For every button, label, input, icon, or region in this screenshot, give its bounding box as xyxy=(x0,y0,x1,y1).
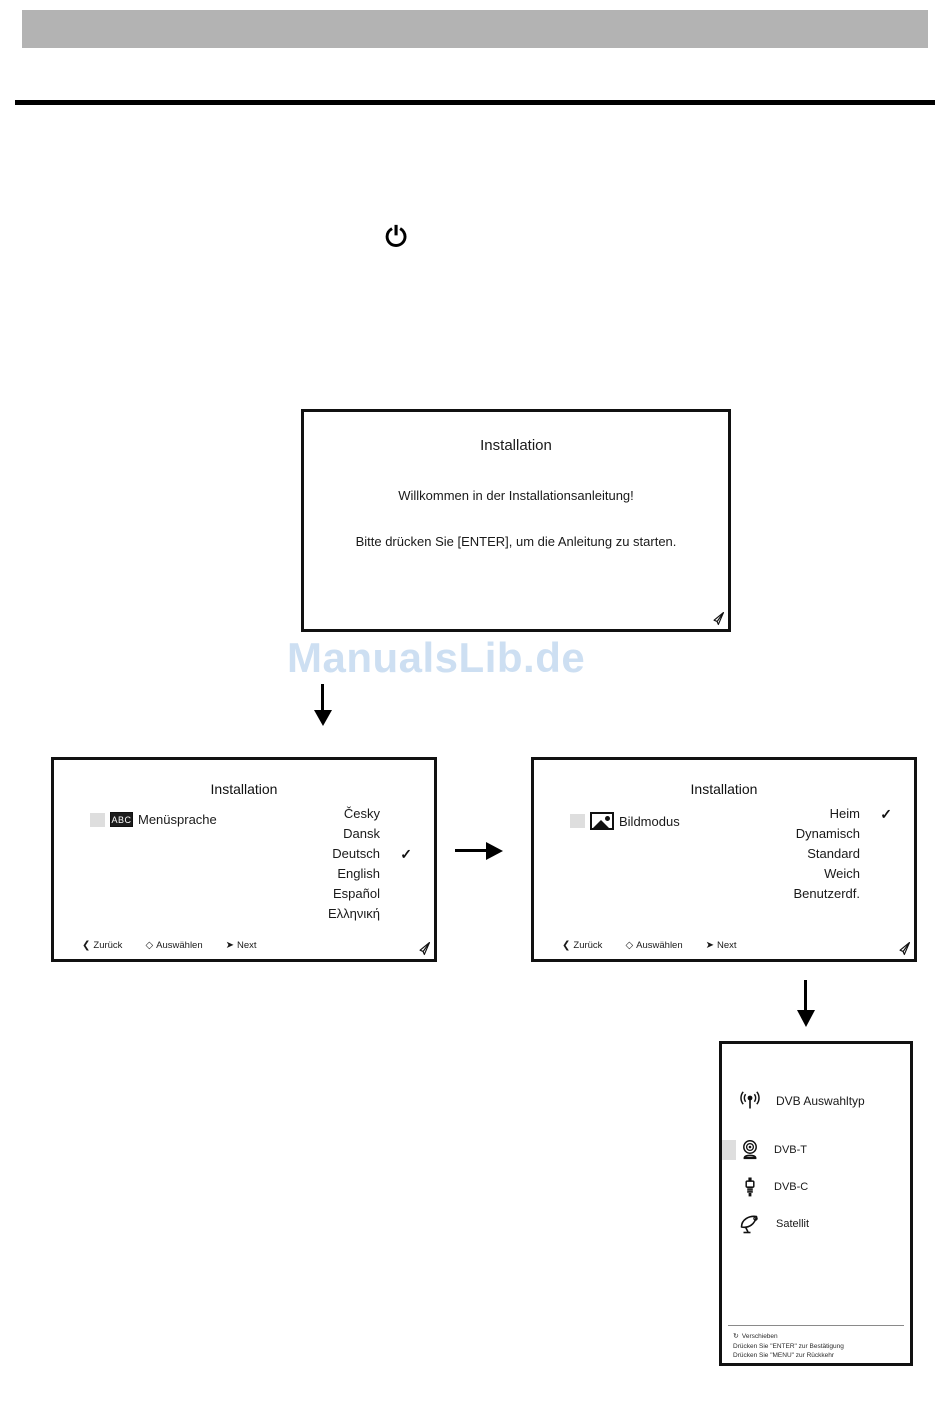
picture-option-benutzerdf[interactable]: Benutzerdf. xyxy=(794,884,861,904)
dvb-footer: ↻ Verschieben Drücken Sie "ENTER" zur Be… xyxy=(733,1332,844,1361)
picture-mode-label: Bildmodus xyxy=(619,813,680,829)
menu-language-label: Menüsprache xyxy=(138,812,217,827)
flow-arrow-down-welcome-to-language xyxy=(314,684,332,726)
row-highlight-block xyxy=(722,1140,736,1160)
manualslib-watermark: ManualsLib.de xyxy=(287,634,586,681)
language-screen-title: Installation xyxy=(210,781,278,797)
installation-picture-mode-screen: Installation Bildmodus Heim ✓ Dynamisch … xyxy=(531,757,917,962)
selected-check-icon: ✓ xyxy=(400,846,412,862)
header-divider-rule xyxy=(15,100,935,105)
dvb-footer-move-row: ↻ Verschieben xyxy=(733,1332,844,1342)
welcome-title: Installation xyxy=(480,437,552,454)
footer-back-label: Zurück xyxy=(93,940,123,951)
picture-option-weich[interactable]: Weich xyxy=(794,864,860,884)
footer-next-button[interactable]: ➤ Next xyxy=(706,940,737,951)
cursor-arrow-icon xyxy=(899,941,911,956)
page-header-bar xyxy=(22,10,928,48)
antenna-icon xyxy=(743,1140,757,1160)
flow-arrow-right-language-to-picture xyxy=(455,842,507,860)
power-icon: ⏻ xyxy=(385,222,407,253)
picture-mode-setting-row[interactable]: Bildmodus xyxy=(570,812,680,830)
dvb-header-label: DVB Auswahltyp xyxy=(776,1094,865,1108)
picture-mode-option-list: Heim ✓ Dynamisch Standard Weich Benutzer… xyxy=(794,804,893,904)
picture-option-label: Dynamisch xyxy=(795,826,860,841)
picture-option-dynamisch[interactable]: Dynamisch xyxy=(794,824,860,844)
language-option-label: Español xyxy=(333,886,380,901)
picture-option-label: Benutzerdf. xyxy=(793,886,861,901)
dvb-header-row: DVB Auswahltyp xyxy=(738,1089,865,1113)
row-highlight-block xyxy=(90,812,105,827)
chevron-left-icon: ❮ xyxy=(562,940,571,951)
language-option-list: Česky Dansk Deutsch ✓ English Español Ελ… xyxy=(328,804,412,924)
cursor-arrow-icon xyxy=(419,941,431,956)
language-option-elliniki[interactable]: Ελληνική xyxy=(328,904,380,924)
language-option-label: Ελληνική xyxy=(327,906,380,921)
footer-back-button[interactable]: ❮ Zurück xyxy=(562,940,602,951)
dvb-item-label: DVB-T xyxy=(774,1144,807,1156)
dvb-item-dvb-t[interactable]: DVB-T xyxy=(738,1138,807,1162)
footer-back-button[interactable]: ❮ Zurück xyxy=(82,940,122,951)
picture-option-heim[interactable]: Heim ✓ xyxy=(794,804,892,824)
language-option-dansk[interactable]: Dansk xyxy=(328,824,380,844)
footer-select-button[interactable]: ◇ Auswählen xyxy=(145,940,202,951)
picture-screen-title: Installation xyxy=(690,781,758,797)
footer-select-label: Auswählen xyxy=(636,940,683,951)
language-option-espanol[interactable]: Español xyxy=(328,884,380,904)
footer-next-label: Next xyxy=(237,940,257,951)
flow-arrow-down-picture-to-dvb xyxy=(797,980,815,1028)
chevron-left-icon: ❮ xyxy=(82,940,91,951)
language-option-cesky[interactable]: Česky xyxy=(328,804,380,824)
footer-next-label: Next xyxy=(717,940,737,951)
dvb-footer-line-2: Drücken Sie "ENTER" zur Bestätigung xyxy=(733,1342,844,1350)
picture-option-label: Heim xyxy=(829,806,860,821)
satellite-dish-icon xyxy=(740,1215,758,1234)
footer-next-button[interactable]: ➤ Next xyxy=(226,940,257,951)
language-option-label: English xyxy=(337,866,380,881)
welcome-line-1: Willkommen in der Installationsanleitung… xyxy=(398,488,634,503)
welcome-line-2: Bitte drücken Sie [ENTER], um die Anleit… xyxy=(355,534,677,549)
abc-icon: ABC xyxy=(110,812,133,827)
rotate-icon: ↻ xyxy=(733,1332,739,1340)
dvb-item-satellit[interactable]: Satellit xyxy=(738,1212,809,1236)
language-option-label: Dansk xyxy=(343,826,380,841)
footer-select-label: Auswählen xyxy=(156,940,203,951)
language-option-label: Česky xyxy=(343,806,380,821)
picture-option-label: Standard xyxy=(807,846,860,861)
language-option-label: Deutsch xyxy=(332,846,380,861)
arrow-right-icon: ➤ xyxy=(225,940,235,951)
dvb-footer-line-3: Drücken Sie "MENU" zur Rückkehr xyxy=(733,1352,835,1359)
row-highlight-block xyxy=(570,814,585,828)
cursor-arrow-icon xyxy=(713,611,725,626)
dvb-item-dvb-c[interactable]: DVB-C xyxy=(738,1175,808,1199)
picture-option-label: Weich xyxy=(824,866,860,881)
dpad-diamond-icon: ◇ xyxy=(145,940,154,951)
language-screen-footer: ❮ Zurück ◇ Auswählen ➤ Next xyxy=(82,940,257,951)
picture-option-standard[interactable]: Standard xyxy=(794,844,860,864)
dvb-footer-divider xyxy=(728,1325,904,1326)
dpad-diamond-icon: ◇ xyxy=(625,940,634,951)
selected-check-icon: ✓ xyxy=(880,806,892,822)
language-option-english[interactable]: English xyxy=(328,864,380,884)
dvb-item-label: Satellit xyxy=(776,1218,810,1230)
footer-back-label: Zurück xyxy=(573,940,603,951)
dvb-item-label: DVB-C xyxy=(774,1181,809,1193)
footer-select-button[interactable]: ◇ Auswählen xyxy=(625,940,682,951)
picture-icon xyxy=(590,812,614,830)
installation-welcome-screen: Installation Willkommen in der Installat… xyxy=(301,409,731,632)
dvb-selection-screen: DVB Auswahltyp DVB-T DVB-C Satel xyxy=(719,1041,913,1366)
dvb-footer-move-label: Verschieben xyxy=(741,1333,778,1340)
menu-language-setting-row[interactable]: ABC Menüsprache xyxy=(90,812,217,827)
broadcast-antenna-icon xyxy=(740,1091,760,1109)
language-option-deutsch[interactable]: Deutsch ✓ xyxy=(328,844,412,864)
cable-connector-icon xyxy=(745,1177,755,1197)
picture-screen-footer: ❮ Zurück ◇ Auswählen ➤ Next xyxy=(562,940,737,951)
installation-language-screen: Installation ABC Menüsprache Česky Dansk… xyxy=(51,757,437,962)
arrow-right-icon: ➤ xyxy=(705,940,715,951)
